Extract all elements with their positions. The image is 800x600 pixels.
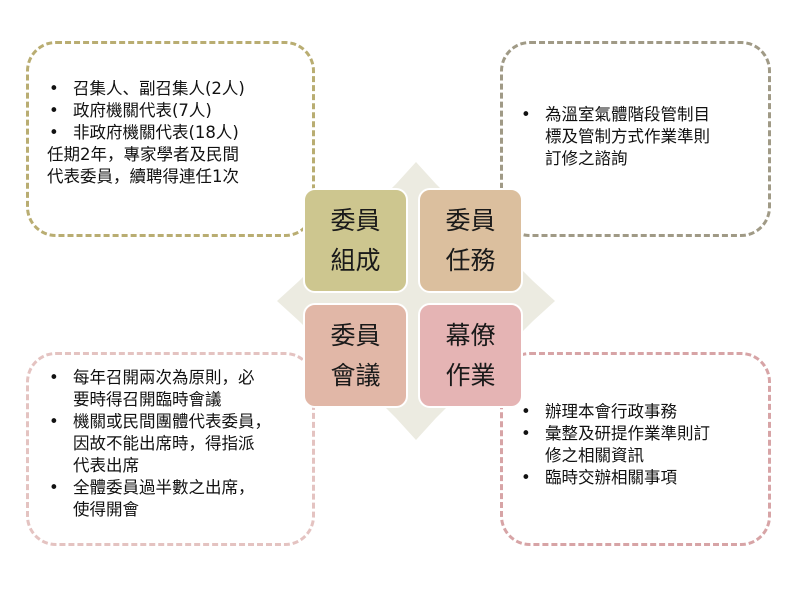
bullet-icon: • [49, 123, 59, 142]
tasks-panel: •為溫室氣體階段管制目標及管制方式作業準則訂修之諮詢 [500, 41, 771, 237]
meetings-panel: •每年召開兩次為原則，必要時得召開臨時會議 •機關或民間團體代表委員，因故不能出… [26, 352, 315, 546]
bullet-icon: • [521, 105, 531, 124]
list-item: •召集人、副召集人(2人) [49, 79, 245, 98]
center-diamond [277, 162, 555, 440]
list-item: •非政府機關代表(18人) [49, 123, 239, 142]
bullet-icon: • [49, 412, 59, 431]
bullet-icon: • [49, 478, 59, 497]
tasks-tile: 委員 任務 [418, 188, 523, 293]
bullet-icon: • [521, 424, 531, 443]
meetings-tile: 委員 會議 [303, 303, 408, 408]
list-item: •政府機關代表(7人) [49, 101, 212, 120]
bullet-icon: • [49, 79, 59, 98]
bullet-icon: • [49, 368, 59, 387]
staff-tile: 幕僚 作業 [418, 303, 523, 408]
meetings-list: •每年召開兩次為原則，必要時得召開臨時會議 •機關或民間團體代表委員，因故不能出… [45, 367, 313, 521]
composition-note: 任期2年，專家學者及民間代表委員，續聘得連任1次 [47, 145, 239, 186]
diamond-arrow-shape [277, 162, 555, 440]
staff-list: •辦理本會行政事務 •彙整及研提作業準則訂修之相關資訊 •臨時交辦相關事項 [517, 401, 767, 489]
staff-panel: •辦理本會行政事務 •彙整及研提作業準則訂修之相關資訊 •臨時交辦相關事項 [500, 352, 771, 546]
bullet-icon: • [521, 468, 531, 487]
bullet-icon: • [49, 101, 59, 120]
bullet-icon: • [521, 402, 531, 421]
list-item: •辦理本會行政事務 [521, 402, 677, 421]
composition-tile: 委員 組成 [303, 188, 408, 293]
composition-list: •召集人、副召集人(2人) •政府機關代表(7人) •非政府機關代表(18人) [45, 78, 307, 144]
tasks-list: •為溫室氣體階段管制目標及管制方式作業準則訂修之諮詢 [517, 104, 767, 170]
list-item: •為溫室氣體階段管制目標及管制方式作業準則訂修之諮詢 [521, 105, 710, 168]
list-item: •臨時交辦相關事項 [521, 468, 677, 487]
list-item: •彙整及研提作業準則訂修之相關資訊 [521, 424, 710, 465]
list-item: •每年召開兩次為原則，必要時得召開臨時會議 [49, 368, 255, 409]
composition-panel: •召集人、副召集人(2人) •政府機關代表(7人) •非政府機關代表(18人) … [26, 41, 315, 237]
list-item: •全體委員過半數之出席，使得開會 [49, 478, 255, 519]
list-item: •機關或民間團體代表委員，因故不能出席時，得指派代表出席 [49, 412, 271, 475]
